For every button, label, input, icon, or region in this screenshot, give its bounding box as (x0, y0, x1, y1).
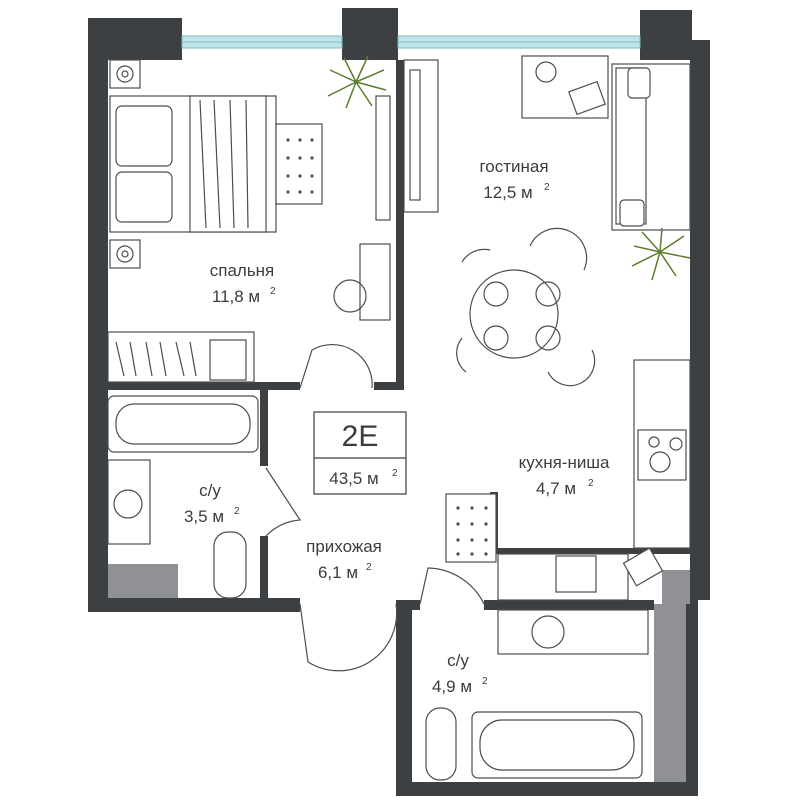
room-area-sup-bath1: 2 (234, 506, 240, 517)
room-area-sup-kitchen: 2 (588, 478, 594, 489)
apartment-area: 43,5 м (329, 469, 379, 488)
room-area-sup-bedroom: 2 (270, 286, 276, 297)
room-name-kitchen: кухня-ниша (519, 453, 610, 472)
room-area-bath1: 3,5 м (184, 507, 224, 526)
room-area-bath2: 4,9 м (432, 677, 472, 696)
bath2-fixtures (425, 609, 649, 781)
plant-icon (327, 55, 387, 109)
room-area-sup-hall: 2 (366, 562, 372, 573)
room-name-living: гостиная (479, 157, 548, 176)
walls (88, 8, 710, 796)
apartment-code-box: 2Е 43,5 м 2 (313, 411, 407, 495)
room-name-bedroom: спальня (210, 261, 275, 280)
room-name-hall: прихожая (306, 537, 382, 556)
room-name-bath1: с/у (199, 481, 221, 500)
bath1-fixtures (107, 395, 259, 599)
kitchen-furniture (445, 359, 691, 601)
room-area-living: 12,5 м (483, 183, 533, 202)
room-area-kitchen: 4,7 м (536, 479, 576, 498)
apartment-area-sup: 2 (392, 468, 398, 479)
room-area-hall: 6,1 м (318, 563, 358, 582)
room-area-bedroom: 11,8 м (212, 287, 260, 306)
room-area-sup-living: 2 (544, 182, 550, 193)
room-area-sup-bath2: 2 (482, 676, 488, 687)
apartment-code: 2Е (342, 420, 379, 453)
doors (265, 343, 485, 672)
windows (181, 35, 641, 49)
living-furniture (403, 55, 691, 387)
bedroom-furniture (107, 55, 391, 383)
room-name-bath2: с/у (447, 651, 469, 670)
plant-icon (631, 227, 691, 281)
